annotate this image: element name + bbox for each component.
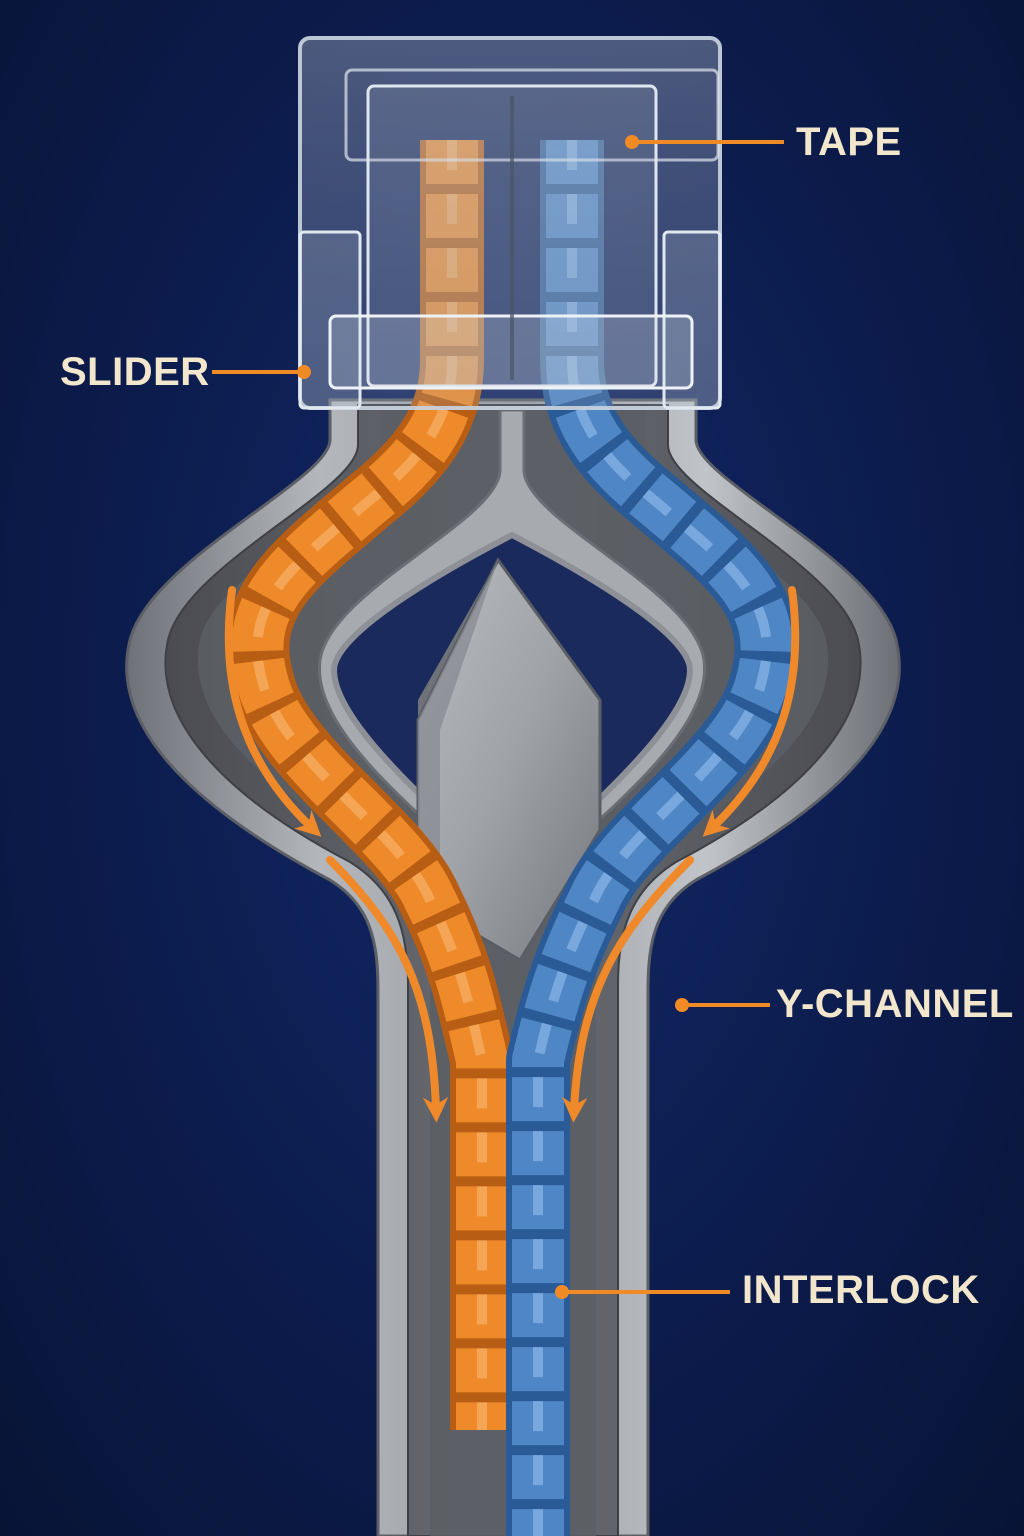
y-channel-leader-dot xyxy=(675,998,689,1012)
flow-arrows xyxy=(224,586,800,1123)
leader-lines xyxy=(212,135,784,1299)
right-chain xyxy=(506,140,799,1536)
interlock-leader-dot xyxy=(555,1285,569,1299)
diamond-wedge xyxy=(416,557,602,963)
arrow-down-curved-icon xyxy=(702,586,800,837)
y-channel-label: Y-CHANNEL xyxy=(776,982,1014,1026)
interlock-label: INTERLOCK xyxy=(742,1268,980,1312)
slider-housing xyxy=(298,36,722,410)
slider-label: SLIDER xyxy=(60,350,210,394)
left-chain xyxy=(225,140,514,1430)
arrow-down-curved-icon xyxy=(224,586,322,837)
tape-label: TAPE xyxy=(796,120,902,164)
arrow-down-curved-icon xyxy=(326,856,449,1123)
tape-leader-dot xyxy=(625,135,639,149)
slider-leader-dot xyxy=(297,365,311,379)
arrow-down-curved-icon xyxy=(561,856,694,1123)
